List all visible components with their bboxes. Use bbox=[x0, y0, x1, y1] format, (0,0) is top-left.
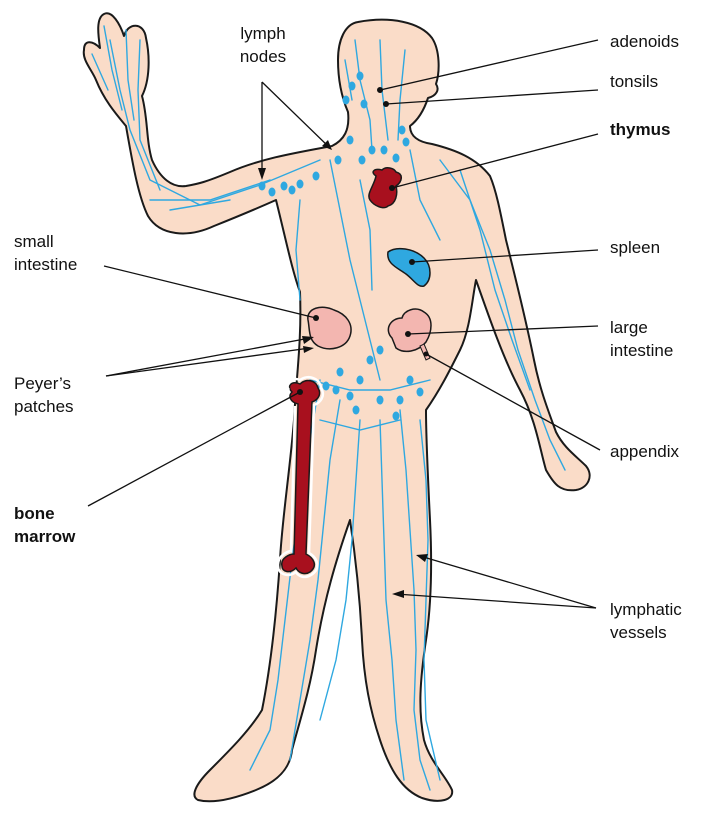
label-peyers-patches: Peyer’s patches bbox=[14, 372, 74, 418]
lymph-node-11 bbox=[281, 182, 288, 191]
lymph-node-6 bbox=[381, 146, 388, 155]
label-adenoids: adenoids bbox=[610, 30, 679, 53]
leader-bone-marrow bbox=[88, 392, 300, 506]
label-small-intestine-line1: small bbox=[14, 230, 77, 253]
lymph-node-19 bbox=[367, 356, 374, 365]
label-lymphatic-vessels-line1: lymphatic bbox=[610, 598, 682, 621]
dot-thymus bbox=[389, 185, 395, 191]
lymph-node-14 bbox=[289, 186, 296, 195]
dot-spleen bbox=[409, 259, 415, 265]
dot-small-intestine bbox=[313, 315, 319, 321]
lymph-node-12 bbox=[269, 188, 276, 197]
label-peyers-patches-line2: patches bbox=[14, 395, 74, 418]
lymph-node-30 bbox=[393, 412, 400, 421]
lymph-node-23 bbox=[347, 392, 354, 401]
label-lymph-nodes-line2: nodes bbox=[222, 45, 304, 68]
lymph-node-22 bbox=[333, 386, 340, 395]
label-tonsils: tonsils bbox=[610, 70, 658, 93]
lymph-node-20 bbox=[377, 346, 384, 355]
lymph-node-21 bbox=[337, 368, 344, 377]
label-peyers-patches-line1: Peyer’s bbox=[14, 372, 74, 395]
label-bone-marrow-line2: marrow bbox=[14, 525, 75, 548]
lymph-node-17 bbox=[347, 136, 354, 145]
lymph-node-7 bbox=[393, 154, 400, 163]
lymph-node-29 bbox=[353, 406, 360, 415]
label-bone-marrow: bone marrow bbox=[14, 502, 75, 548]
body-silhouette bbox=[84, 13, 590, 801]
lymph-node-16 bbox=[335, 156, 342, 165]
lymph-node-0 bbox=[349, 82, 356, 91]
body-outline bbox=[84, 13, 590, 801]
dot-bone-marrow bbox=[297, 389, 303, 395]
lymph-node-25 bbox=[417, 388, 424, 397]
leader-lymph-nodes-b bbox=[262, 82, 330, 148]
label-bone-marrow-line1: bone bbox=[14, 502, 75, 525]
label-large-intestine-line2: intestine bbox=[610, 339, 673, 362]
label-large-intestine-line1: large bbox=[610, 316, 673, 339]
label-lymph-nodes-line1: lymph bbox=[222, 22, 304, 45]
lymph-node-4 bbox=[369, 146, 376, 155]
label-lymphatic-vessels-line2: vessels bbox=[610, 621, 682, 644]
label-appendix: appendix bbox=[610, 440, 679, 463]
label-lymph-nodes: lymph nodes bbox=[222, 22, 304, 68]
lymph-node-1 bbox=[357, 72, 364, 81]
label-small-intestine: small intestine bbox=[14, 230, 77, 276]
lymph-node-24 bbox=[407, 376, 414, 385]
lymph-node-18 bbox=[357, 376, 364, 385]
leader-peyers-a bbox=[106, 338, 310, 376]
lymph-node-5 bbox=[359, 156, 366, 165]
lymph-node-10 bbox=[297, 180, 304, 189]
lymph-node-9 bbox=[403, 138, 410, 147]
lymph-node-13 bbox=[259, 182, 266, 191]
label-small-intestine-line2: intestine bbox=[14, 253, 77, 276]
lymph-node-15 bbox=[313, 172, 320, 181]
dot-appendix bbox=[424, 352, 429, 357]
lymph-node-26 bbox=[397, 396, 404, 405]
lymph-node-28 bbox=[323, 382, 330, 391]
lymph-node-3 bbox=[361, 100, 368, 109]
label-spleen: spleen bbox=[610, 236, 660, 259]
lymph-node-8 bbox=[399, 126, 406, 135]
lymph-node-27 bbox=[377, 396, 384, 405]
label-lymphatic-vessels: lymphatic vessels bbox=[610, 598, 682, 644]
leader-lymphatic-a bbox=[420, 556, 596, 608]
label-large-intestine: large intestine bbox=[610, 316, 673, 362]
dot-adenoids bbox=[377, 87, 383, 93]
lymph-node-2 bbox=[343, 96, 350, 105]
label-thymus: thymus bbox=[610, 118, 670, 141]
leader-peyers-b bbox=[106, 348, 310, 376]
dot-large-intestine bbox=[405, 331, 411, 337]
dot-tonsils bbox=[383, 101, 389, 107]
leader-small-intestine bbox=[104, 266, 316, 318]
